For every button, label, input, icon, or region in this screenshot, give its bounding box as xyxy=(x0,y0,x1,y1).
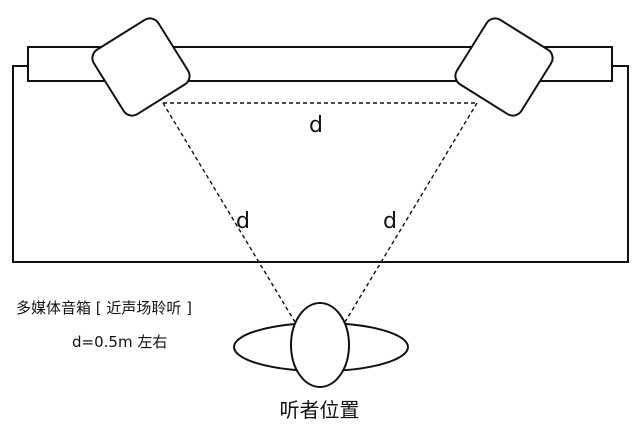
caption-distance-value: d=0.5m 左右 xyxy=(72,333,168,351)
listener-head xyxy=(290,302,350,388)
right-speaker xyxy=(454,17,554,117)
distance-label-left: d xyxy=(236,209,250,234)
left-speaker xyxy=(91,17,191,117)
distance-line-left xyxy=(162,102,296,323)
distance-line-right xyxy=(344,102,478,323)
distance-label-top: d xyxy=(309,113,323,138)
desk-outline xyxy=(12,65,629,263)
caption-speaker-type: 多媒体音箱 [ 近声场聆听 ] xyxy=(16,299,193,317)
listener-position-label: 听者位置 xyxy=(279,398,360,422)
distance-label-right: d xyxy=(383,209,397,234)
